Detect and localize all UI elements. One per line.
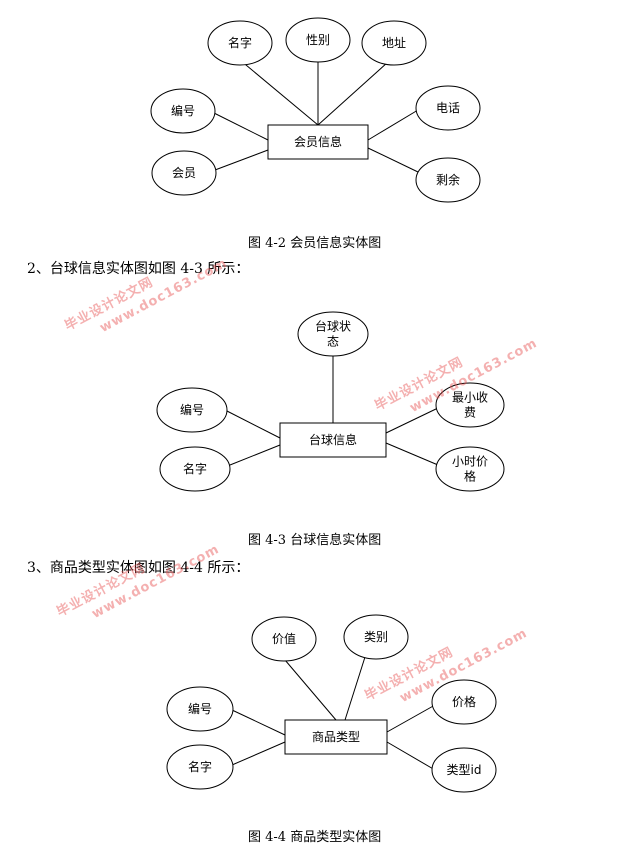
attribute-name: 名字 (183, 461, 207, 476)
attribute-ellipse (207, 20, 273, 66)
figure-caption-4-2: 图 4-2 会员信息实体图 (248, 236, 382, 251)
attribute-gender: 性别 (306, 33, 330, 47)
attribute-ellipse (166, 744, 234, 790)
attribute-ellipse (415, 85, 481, 131)
attribute-type-id: 类型id (447, 763, 482, 777)
attribute-ellipse (297, 311, 369, 357)
attribute-category: 类别 (364, 630, 388, 644)
attribute-id: 编号 (180, 402, 204, 417)
entity-table-info: 台球信息 (309, 432, 357, 447)
figure-caption-4-4: 图 4-4 商品类型实体图 (248, 830, 382, 845)
attribute-ellipse (251, 616, 317, 662)
attribute-ellipse (361, 20, 427, 66)
attribute-ellipse (343, 614, 409, 660)
section-heading-4-4: 3、商品类型实体图如图 4-4 所示： (27, 560, 250, 576)
attribute-min-charge: 最小收费 (452, 391, 488, 420)
attribute-name: 名字 (228, 35, 252, 50)
entity-box (267, 124, 369, 160)
attribute-ellipse (415, 157, 481, 203)
attribute-phone: 电话 (436, 101, 460, 115)
attribute-remaining: 剩余 (436, 172, 460, 187)
attribute-table-status: 台球状态 (315, 319, 351, 349)
entity-product-type: 商品类型 (312, 729, 360, 744)
attribute-value: 价值 (272, 631, 296, 646)
attribute-ellipse (156, 387, 228, 433)
attribute-id: 编号 (188, 701, 212, 716)
figure-caption-4-3: 图 4-3 台球信息实体图 (248, 533, 382, 548)
attribute-ellipse (151, 150, 217, 196)
attribute-address: 地址 (382, 36, 406, 50)
attribute-ellipse (285, 17, 351, 63)
entity-box (279, 422, 387, 458)
attribute-ellipse (166, 686, 234, 732)
attribute-ellipse (431, 747, 497, 793)
attribute-id: 编号 (171, 103, 195, 118)
attribute-name: 名字 (188, 759, 212, 774)
attribute-price: 价格 (452, 694, 476, 709)
attribute-ellipse (435, 382, 505, 428)
attribute-member: 会员 (172, 166, 196, 180)
entity-box (284, 719, 388, 755)
entity-member-info: 会员信息 (294, 134, 342, 149)
attribute-ellipse (150, 88, 216, 134)
section-heading-4-3: 2、台球信息实体图如图 4-3 所示： (27, 261, 250, 277)
attribute-ellipse (159, 446, 231, 492)
attribute-ellipse (435, 446, 505, 492)
attribute-ellipse (431, 679, 497, 725)
attribute-hourly-price: 小时价格 (452, 455, 488, 484)
